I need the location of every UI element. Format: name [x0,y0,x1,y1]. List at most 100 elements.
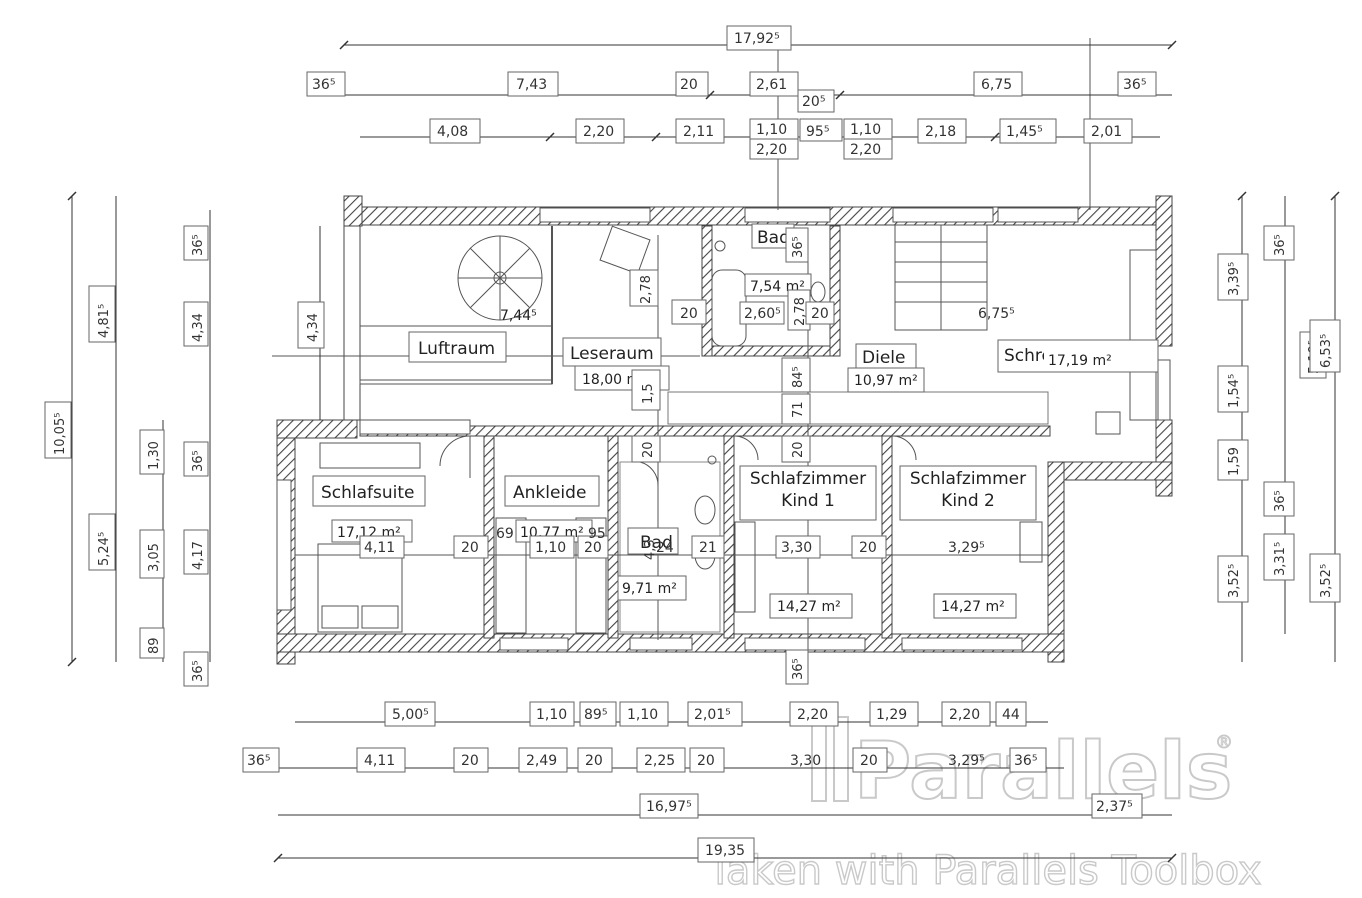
door-arc-icon [639,461,659,487]
dim-bottom-r3: 2,37⁵ [1096,799,1133,815]
dim-top-r2: 1,10 [850,122,881,138]
dim-right-col1: 3,39⁵ [1227,262,1242,296]
watermark-bar-icon [833,716,849,802]
dim-bottom-r2: 3,29⁵ [948,753,985,769]
dim-inner: 20 [811,306,829,322]
dim-left-col4: 36⁵ [191,234,206,256]
dim-right-col1: 1,54⁵ [1227,374,1242,408]
dim-top-r1: 2,61 [756,77,787,93]
room-name-kind1: Schlafzimmer Kind 1 [749,469,867,511]
dim-bottom-r1: 2,01⁵ [694,707,731,723]
dim-inner: 2,60⁵ [744,306,781,322]
dim-inner: 20 [859,540,877,556]
dim-right-col2: 36⁵ [1273,490,1288,512]
dim-inner: 95 [588,526,606,542]
dim-inner: 6,75⁵ [978,306,1015,322]
room-name-luftraum: Luftraum [418,339,495,359]
dim-inner: 2,78 [793,297,808,326]
dim-right-col3: 3,52⁵ [1319,564,1334,598]
dim-top-r2: 2,11 [683,124,714,140]
dim-bottom-r1: 44 [1002,707,1020,723]
dim-bottom-r1: 1,29 [876,707,907,723]
dim-left-col4: 36⁵ [191,660,206,682]
room-name-kind2: Schlafzimmer Kind 2 [909,469,1027,511]
windows [276,207,1171,651]
dim-top-r2b: 2,20 [756,142,787,158]
dim-top-r2: 1,45⁵ [1006,124,1043,140]
dim-top-r1: 36⁵ [312,77,335,93]
dim-inner: 3,29⁵ [948,540,985,556]
dim-inner: 20 [641,441,656,458]
dim-right-col1: 3,52⁵ [1227,564,1242,598]
dim-bottom-r2: 20 [860,753,878,769]
dim-top-r2: 2,01 [1091,124,1122,140]
room-area-bad-unten: 9,71 m² [622,581,677,597]
dim-top-r2b: 2,20 [850,142,881,158]
room-area-kind1: 14,27 m² [777,599,841,615]
dim-bottom-r3: 16,97⁵ [646,799,692,815]
door-arc-icon [733,435,759,461]
dim-top-r2: 4,08 [437,124,468,140]
room-area-kind2: 14,27 m² [941,599,1005,615]
room-area-leseraum: 18,00 m² [582,372,646,388]
dim-bottom-r2: 4,11 [364,753,395,769]
dim-labels-left: 10,05⁵ 4,81⁵ 5,24⁵ 1,30 3,05 89 36⁵ 4,34… [44,225,325,687]
dim-labels-right: 3,39⁵ 1,54⁵ 1,59 3,52⁵ 36⁵ 5,19⁵ 36⁵ 3,3… [1217,225,1341,603]
dim-bottom-r1: 89⁵ [584,707,607,723]
dim-left-col3: 89 [147,637,162,654]
room-name-bad-unten: Bad [640,533,673,553]
dim-top-total: 17,92⁵ [734,31,780,47]
dim-left-col4: 4,34 [191,313,206,342]
dim-bottom-r1: 1,10 [627,707,658,723]
dim-top-r1: 20⁵ [802,94,825,110]
dim-right-col2: 3,31⁵ [1273,542,1288,576]
bed-icon [734,521,756,613]
dim-left-col4: 4,17 [191,541,206,570]
dim-left-inner: 4,34 [306,313,321,342]
dim-bottom-r2: 36⁵ [247,753,270,769]
dim-inner: 71 [791,401,806,418]
dim-top-r2: 2,20 [583,124,614,140]
dim-right-col3: 6,53⁵ [1319,334,1334,368]
dim-left-col2: 5,24⁵ [97,532,112,566]
dim-inner: 3,30 [781,540,812,556]
dim-left-col3: 3,05 [147,543,162,572]
dim-bottom-r1: 2,20 [949,707,980,723]
dim-inner: 4,3 [643,539,658,560]
dim-bottom-r2: 20 [697,753,715,769]
dim-bottom-r1: 5,00⁵ [392,707,429,723]
dim-inner: 20 [791,441,806,458]
dim-bottom-r2: 3,30 [790,753,821,769]
dim-top-r1: 36⁵ [1123,77,1146,93]
armchair-icon [599,225,651,275]
dim-inner: 2,78 [639,275,654,304]
watermark: Parallels ® Taken with Parallels Toolbox [706,716,1262,895]
dim-top-r2: 1,10 [756,122,787,138]
dim-top-r2: 2,18 [925,124,956,140]
dim-inner: 1,10 [535,540,566,556]
dim-inner: 69 [496,526,514,542]
dim-top-r1: 20 [680,77,698,93]
room-area-schreibecke: 17,19 m² [1048,353,1112,369]
registered-icon: ® [1215,732,1233,753]
dim-right-col1: 1,59 [1227,447,1242,476]
room-area-diele: 10,97 m² [854,373,918,389]
room-name-leseraum: Leseraum [570,344,654,364]
dim-inner: 21 [699,540,717,556]
dim-inner: 24 [656,540,674,556]
desk-icon [1129,249,1157,421]
dim-bottom-r1: 1,10 [536,707,567,723]
dim-bottom-r2: 36⁵ [1014,753,1037,769]
dim-left-col3: 1,30 [147,441,162,470]
dim-inner: 36⁵ [791,236,806,258]
dim-inner: 36⁵ [791,658,806,680]
room-name-schlafsuite: Schlafsuite [321,483,415,503]
door-arc-icon [439,435,471,467]
dim-inner: 20 [680,306,698,322]
dim-bottom-r2: 20 [461,753,479,769]
room-name-bad-oben: Bad [757,228,790,248]
wardrobe-icon [319,442,421,469]
dim-left-col4: 36⁵ [191,450,206,472]
dim-right-col2: 36⁵ [1273,234,1288,256]
